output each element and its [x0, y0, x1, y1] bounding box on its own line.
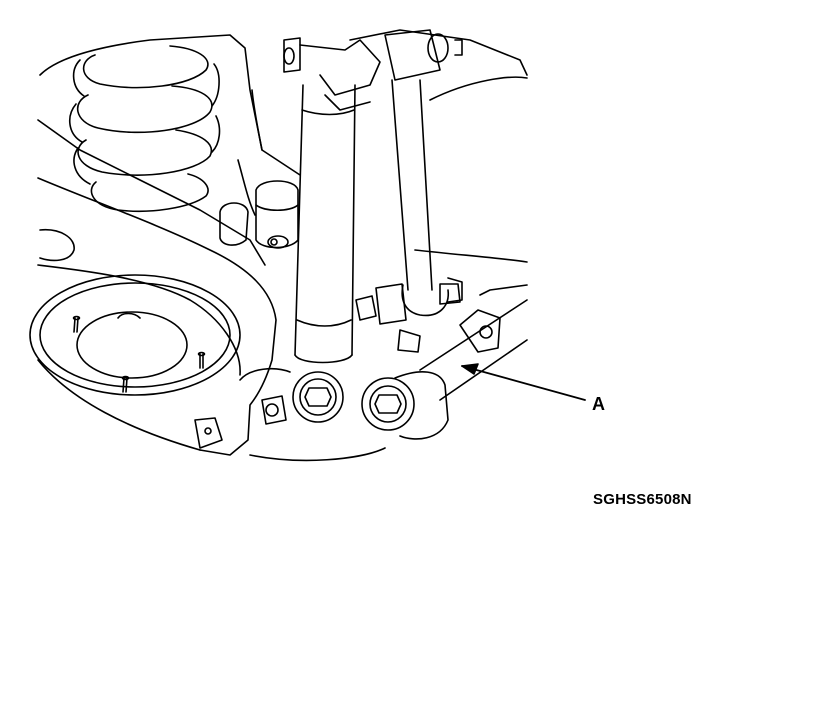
lower-control-arm	[37, 177, 277, 456]
link-nuts	[355, 283, 461, 353]
upper-bushing	[219, 180, 299, 249]
body-frame	[37, 29, 528, 266]
spring-seat-disc	[29, 274, 241, 396]
hub-bolts	[72, 315, 206, 393]
coil-spring	[69, 45, 221, 213]
control-arm-bushing	[239, 367, 449, 462]
figure-code: SGHSS6508N	[593, 491, 692, 508]
stabilizer-bar	[419, 284, 528, 401]
callout-leader	[461, 363, 586, 401]
trailing-link	[384, 29, 463, 317]
callout-label-a: A	[592, 394, 605, 414]
shock-absorber	[283, 37, 381, 364]
